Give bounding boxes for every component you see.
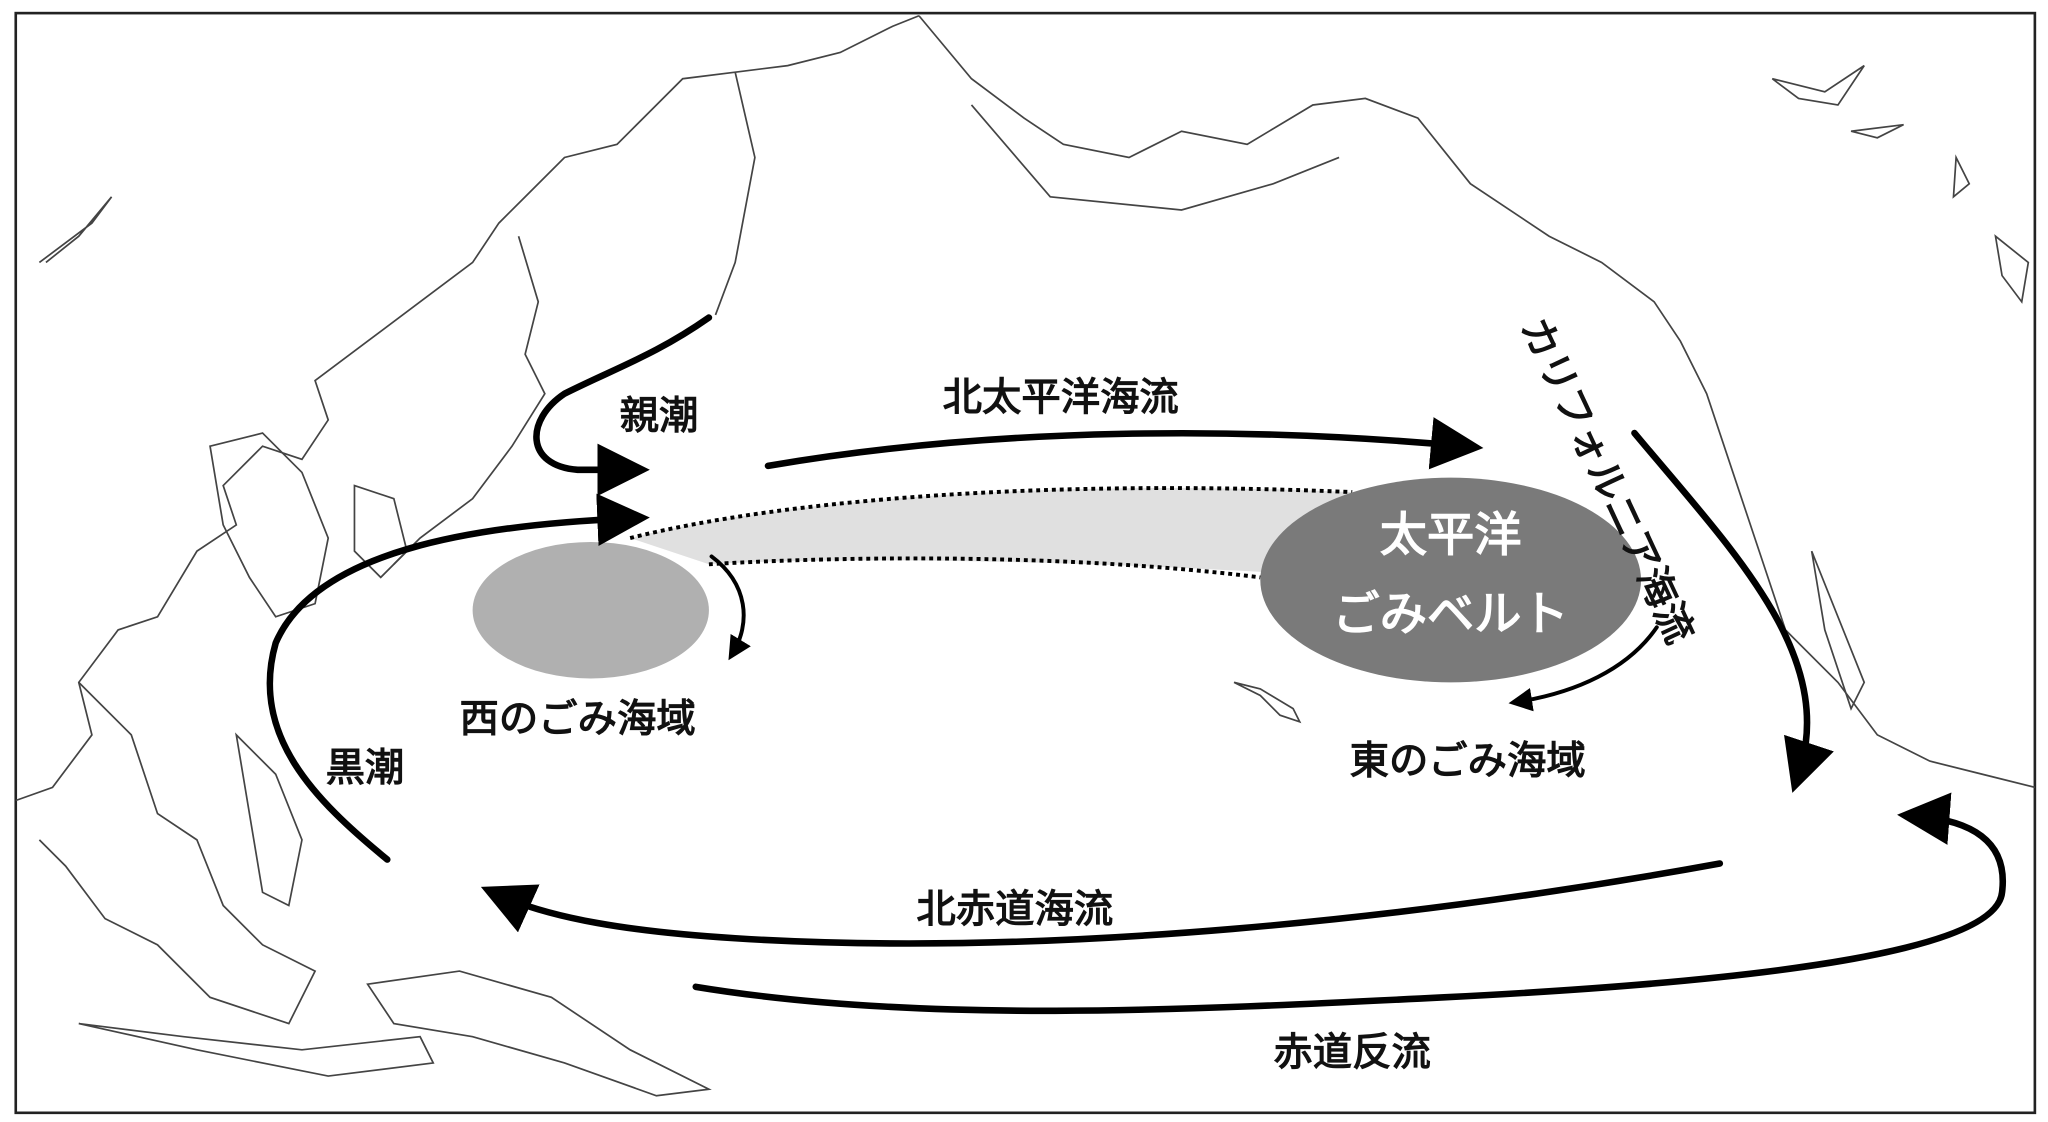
- west-garbage-patch: [472, 541, 709, 679]
- label-patch-line1: 太平洋: [1380, 508, 1522, 563]
- east-patch-arrow: [1508, 625, 1659, 712]
- west-patch-arrow: [709, 554, 751, 661]
- oyashio-arrow: [533, 314, 713, 497]
- north-pacific-arrow: [764, 417, 1484, 470]
- counter-current-arrow: [692, 792, 2007, 1015]
- label-north-equatorial: 北赤道海流: [916, 887, 1113, 933]
- map-frame: [14, 11, 2037, 1115]
- label-equatorial-counter: 赤道反流: [1273, 1030, 1430, 1076]
- california-arrow: [1631, 429, 1834, 793]
- label-east-garbage: 東のごみ海域: [1350, 738, 1586, 784]
- garbage-belt: [472, 477, 1642, 683]
- current-arrows: [266, 314, 2007, 1015]
- label-west-garbage: 西のごみ海域: [459, 696, 695, 742]
- east-garbage-patch: [1260, 477, 1642, 683]
- label-oyashio: 親潮: [620, 393, 699, 439]
- north-equatorial-arrow: [480, 860, 1724, 947]
- label-north-pacific: 北太平洋海流: [943, 375, 1179, 421]
- kuroshio-arrow: [266, 493, 650, 863]
- coastlines: [15, 14, 2036, 1097]
- label-patch-line2: ごみベルト: [1333, 587, 1569, 642]
- label-kuroshio: 黒潮: [326, 745, 405, 791]
